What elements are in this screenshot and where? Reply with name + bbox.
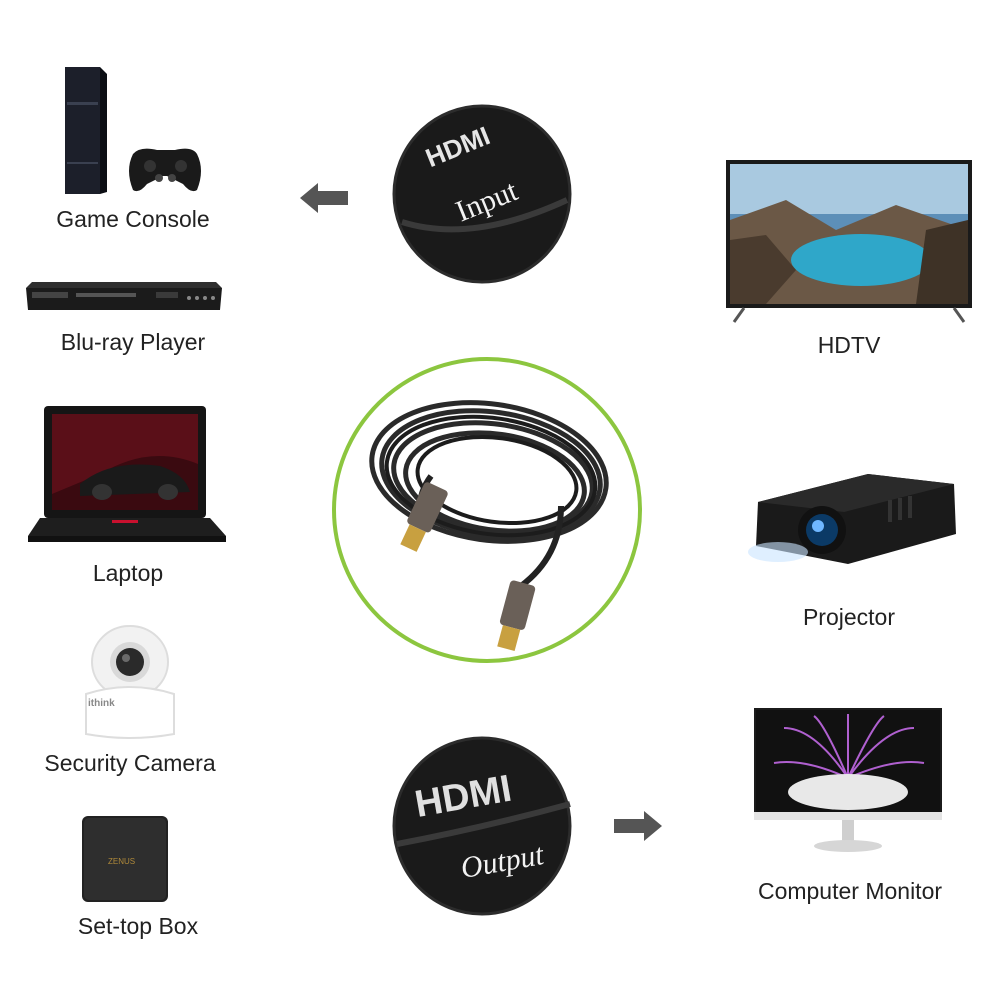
set-top-box: ZENUS bbox=[80, 814, 172, 906]
settop-brand-text: ZENUS bbox=[108, 857, 135, 866]
set-top-box-label: Set-top Box bbox=[77, 913, 199, 939]
hdtv-icon bbox=[726, 160, 972, 323]
laptop bbox=[28, 404, 230, 546]
security-camera: ithink bbox=[78, 622, 183, 742]
output-badge: HDMI Output bbox=[392, 736, 572, 916]
output-badge-icon: HDMI Output bbox=[392, 736, 572, 916]
laptop-icon bbox=[28, 406, 226, 542]
hdtv-label: HDTV bbox=[817, 332, 881, 358]
hdmi-cable-icon bbox=[332, 357, 642, 663]
game-console bbox=[55, 62, 205, 197]
game-console-label: Game Console bbox=[56, 206, 210, 232]
arrow-right-icon bbox=[614, 811, 662, 841]
camera-brand-text: ithink bbox=[88, 698, 115, 709]
input-badge-icon: HDMI Input bbox=[392, 104, 572, 284]
hdtv bbox=[726, 160, 972, 326]
input-badge: HDMI Input bbox=[392, 104, 572, 284]
output-arrow bbox=[614, 811, 662, 841]
security-camera-label: Security Camera bbox=[44, 750, 216, 776]
game-console-icon bbox=[65, 67, 201, 194]
projector-icon bbox=[748, 474, 956, 564]
blu-ray-player-label: Blu-ray Player bbox=[60, 329, 206, 355]
input-arrow bbox=[300, 183, 348, 213]
projector bbox=[748, 452, 958, 577]
computer-monitor-icon bbox=[754, 708, 942, 852]
computer-monitor bbox=[754, 708, 942, 856]
computer-monitor-label: Computer Monitor bbox=[757, 878, 943, 904]
cable-ring bbox=[331, 356, 643, 664]
blu-ray-player-icon bbox=[26, 282, 222, 310]
laptop-label: Laptop bbox=[92, 560, 164, 586]
blu-ray-player bbox=[24, 278, 224, 316]
security-camera-icon: ithink bbox=[85, 625, 175, 739]
projector-label: Projector bbox=[802, 604, 896, 630]
arrow-left-icon bbox=[300, 183, 348, 213]
set-top-box-icon: ZENUS bbox=[82, 816, 168, 902]
